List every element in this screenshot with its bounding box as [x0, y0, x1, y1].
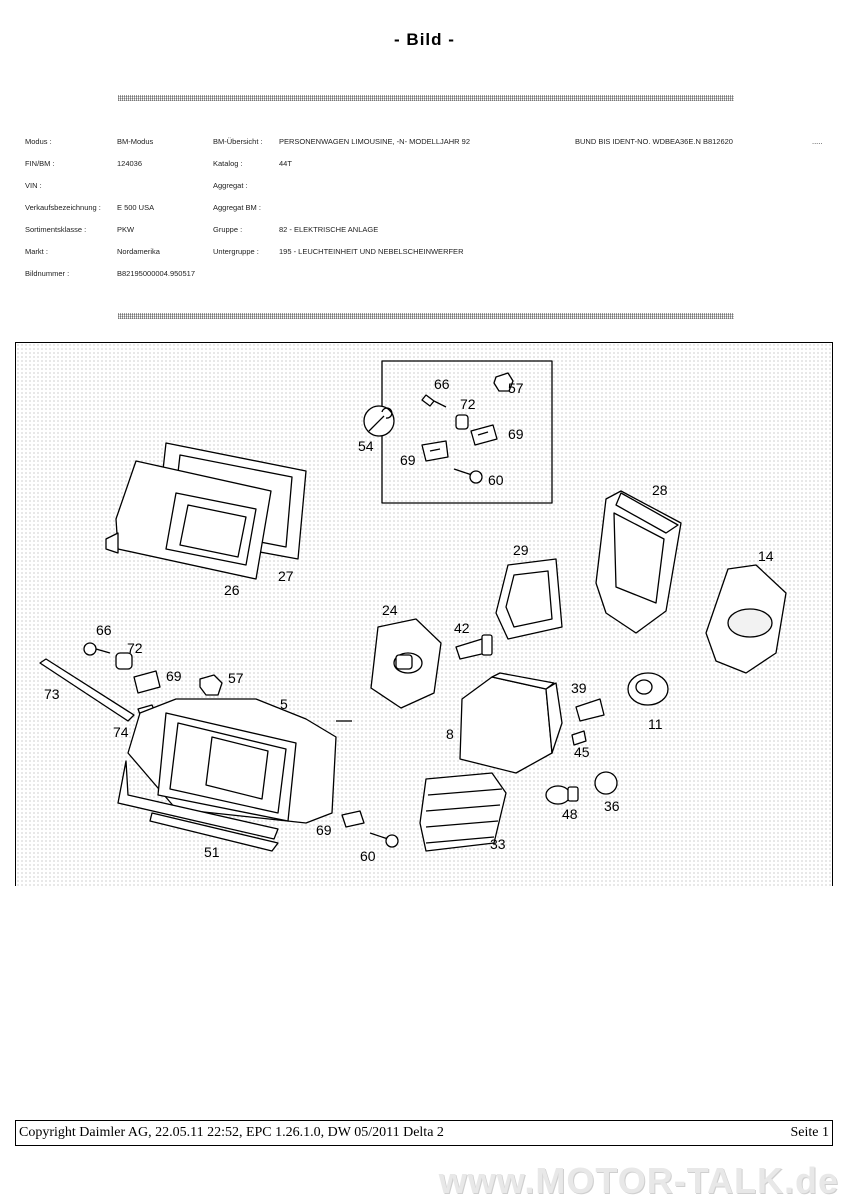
socket-11: [627, 672, 669, 706]
bm-uebersicht-value: PERSONENWAGEN LIMOUSINE, -N- MODELLJAHR …: [279, 137, 471, 146]
more-value: .....: [812, 137, 823, 146]
markt-label: Markt :: [25, 247, 48, 256]
wrench-icon: [363, 405, 395, 437]
katalog-value: 44T: [279, 159, 292, 168]
part-label-28: 28: [652, 482, 668, 498]
part-label-74: 74: [113, 724, 129, 740]
parts-drawing: 66 57 72 69 54 69 60 28 29 14 26 27 24 42 66 72 69 57 73 5 3…: [39, 360, 787, 864]
socket-36: [594, 771, 618, 795]
fin-value: 124036: [117, 159, 143, 168]
part-label-51: 51: [204, 844, 220, 860]
clip-57-left: [199, 674, 223, 696]
sortiment-value: PKW: [117, 225, 135, 234]
page-number: Seite 1: [790, 1125, 830, 1140]
gruppe-value: 82 - ELEKTRISCHE ANLAGE: [279, 225, 379, 234]
vin-label: VIN :: [25, 181, 42, 190]
part-label-14: 14: [758, 548, 774, 564]
housing-14: [705, 564, 787, 674]
copyright-text: Copyright Daimler AG, 22.05.11 22:52, EP…: [19, 1125, 444, 1140]
bildnummer-value: B82195000004.950517: [117, 269, 195, 278]
page-title: - Bild -: [394, 30, 455, 49]
part-label-8: 8: [446, 726, 454, 742]
clip-69-left: [133, 670, 161, 694]
modus-label: Modus :: [25, 137, 52, 146]
screw-66-small: [421, 394, 447, 408]
untergruppe-value: 195 - LEUCHTEINHEIT UND NEBELSCHEINWERFE…: [279, 247, 464, 256]
part-label-36: 36: [604, 798, 620, 814]
part-label-45: 45: [574, 744, 590, 760]
bund-value: BUND BIS IDENT-NO. WDBEA36E.N B812620: [575, 137, 733, 146]
part-label-27: 27: [278, 568, 294, 584]
divider-top: [118, 95, 734, 101]
aggregat-bm-label: Aggregat BM :: [213, 203, 261, 212]
gruppe-label: Gruppe :: [213, 225, 243, 234]
part-label-11: 11: [648, 716, 663, 732]
screw-66-left: [83, 642, 111, 656]
untergruppe-label: Untergruppe :: [213, 247, 259, 256]
part-label-60: 60: [360, 848, 376, 864]
nut-72-left: [115, 652, 133, 670]
part-label-69: 69: [508, 426, 524, 442]
bulb-45: [571, 730, 587, 746]
footer-bar: Copyright Daimler AG, 22.05.11 22:52, EP…: [15, 1120, 833, 1146]
part-label-69: 69: [166, 668, 182, 684]
mount-51: [117, 760, 279, 852]
clip-69-small-a: [470, 424, 498, 446]
rod-73: [39, 658, 135, 722]
part-label-33: 33: [490, 836, 506, 852]
bulb-42: [455, 634, 493, 660]
hardware-detail-box: [381, 360, 553, 504]
sortiment-label: Sortimentsklasse :: [25, 225, 87, 234]
bildnummer-label: Bildnummer :: [25, 269, 70, 278]
screw-60-bottom: [369, 832, 399, 848]
part-label-29: 29: [513, 542, 529, 558]
screw-60-small: [453, 468, 483, 484]
part-label-42: 42: [454, 620, 470, 636]
nut-72-small: [455, 414, 469, 430]
gasket-29: [495, 558, 563, 640]
bm-uebersicht-label: BM-Übersicht :: [213, 137, 263, 146]
part-label-72: 72: [127, 640, 143, 656]
fin-label: FIN/BM :: [25, 159, 55, 168]
watermark: www.MOTOR-TALK.de: [438, 1160, 839, 1201]
part-label-24: 24: [382, 602, 398, 618]
cap-24: [370, 618, 442, 709]
verkauf-value: E 500 USA: [117, 203, 155, 212]
grille-33: [419, 772, 507, 852]
fog-lamp-8: [459, 672, 563, 774]
part-label-5: 5: [280, 696, 288, 712]
part-label-54: 54: [358, 438, 374, 454]
modus-value: BM-Modus: [117, 137, 154, 146]
part-label-60: 60: [488, 472, 504, 488]
part-label-57: 57: [508, 380, 524, 396]
part-label-66: 66: [96, 622, 112, 638]
bulb-48: [545, 785, 579, 805]
verkauf-label: Verkaufsbezeichnung :: [25, 203, 101, 212]
parts-diagram: 66 57 72 69 54 69 60 28 29 14 26 27 24 42 66 72 69 57 73 5 3…: [15, 342, 833, 886]
clip-69-small-b: [421, 440, 449, 462]
part-label-69: 69: [316, 822, 332, 838]
part-label-48: 48: [562, 806, 578, 822]
part-label-72: 72: [460, 396, 476, 412]
markt-value: Nordamerika: [117, 247, 160, 256]
housing-28: [595, 490, 682, 634]
part-label-57: 57: [228, 670, 244, 686]
part-label-26: 26: [224, 582, 240, 598]
katalog-label: Katalog :: [213, 159, 243, 168]
part-label-39: 39: [571, 680, 587, 696]
aggregat-label: Aggregat :: [213, 181, 248, 190]
lens-26: [105, 460, 272, 580]
divider-bottom: [118, 313, 734, 319]
part-label-73: 73: [44, 686, 60, 702]
part-label-69: 69: [400, 452, 416, 468]
clip-69-bottom: [341, 810, 365, 828]
part-label-66: 66: [434, 376, 450, 392]
headlamp-housing-5: [127, 698, 352, 824]
bulb-39: [575, 698, 605, 722]
clip-57-small: [493, 372, 514, 392]
